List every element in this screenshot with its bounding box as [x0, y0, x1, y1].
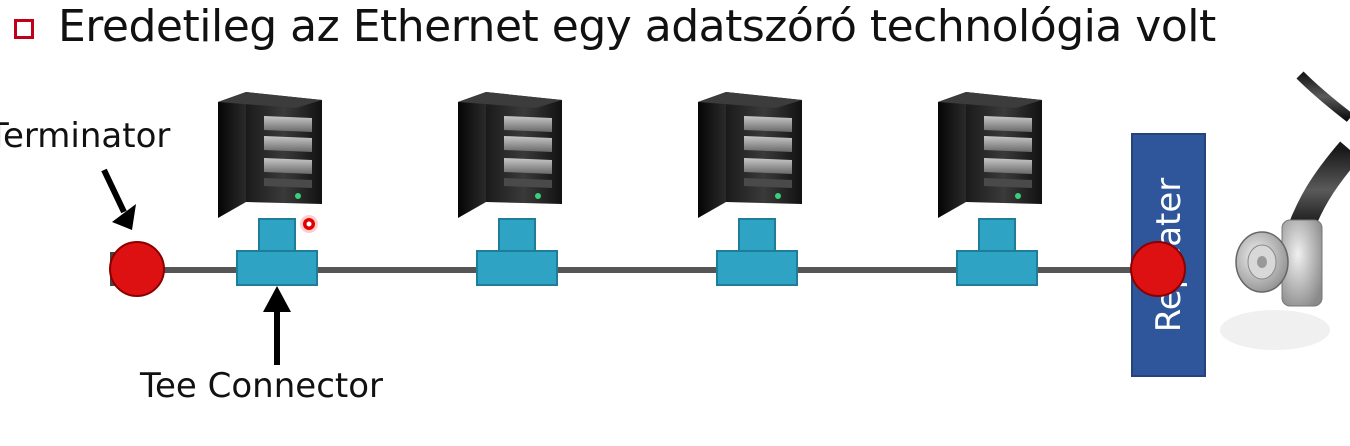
bullet-square-icon — [14, 19, 34, 39]
terminator-left — [109, 241, 165, 297]
computer-icon-3 — [698, 92, 802, 218]
repeater-box: Repeater — [1131, 133, 1206, 377]
tee-connector-3 — [716, 218, 798, 286]
repeater-label: Repeater — [1148, 177, 1189, 333]
tee-connector-label: Tee Connector — [140, 366, 383, 406]
computer-icon-2 — [458, 92, 562, 218]
computer-icon-4 — [938, 92, 1042, 218]
terminator-arrow-icon — [101, 168, 136, 230]
pointer-dot-icon — [300, 215, 318, 233]
tee-connector-4 — [956, 218, 1038, 286]
terminator-label: Terminator — [0, 116, 171, 156]
computer-icon-1 — [218, 92, 322, 218]
tee-connector-2 — [476, 218, 558, 286]
title-row: Eredetileg az Ethernet egy adatszóró tec… — [14, 0, 1216, 56]
slide-title: Eredetileg az Ethernet egy adatszóró tec… — [58, 0, 1216, 52]
bnc-cable-image — [1220, 71, 1350, 350]
tee-arrow-icon — [263, 286, 291, 365]
